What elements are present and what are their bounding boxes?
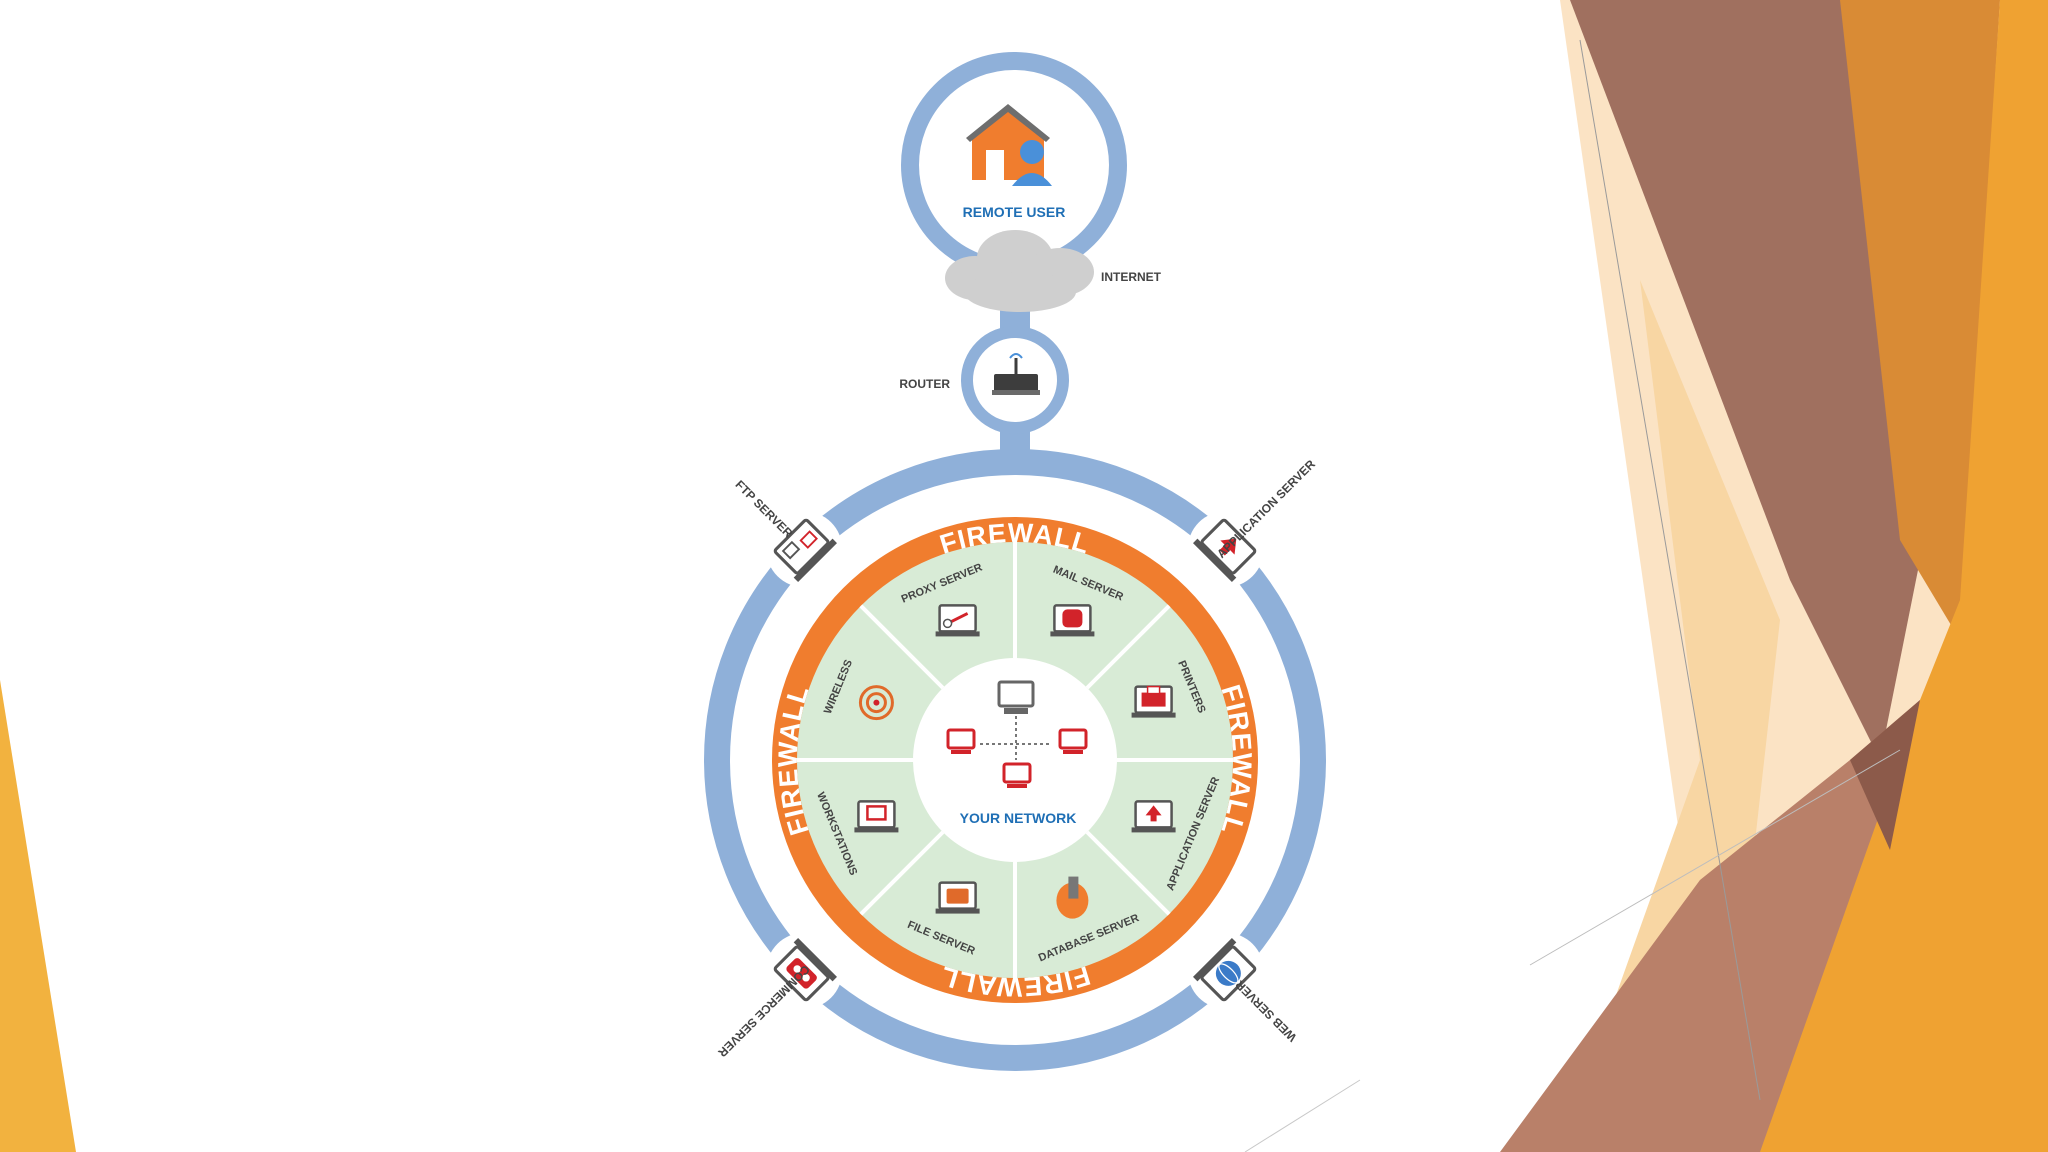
router-node: ROUTER (899, 332, 1063, 428)
internet-label: INTERNET (1101, 270, 1162, 284)
router-label: ROUTER (899, 377, 950, 391)
remote-user-label: REMOTE USER (963, 204, 1066, 220)
briefcase-icon (936, 883, 980, 914)
outer-node-web-server: WEB SERVER (1188, 933, 1300, 1045)
workstation-icon (854, 801, 898, 832)
application-upload-icon (1132, 801, 1176, 832)
proxy-icon (936, 605, 980, 636)
outer-node-commerce-server: COMMERCE SERVER (715, 933, 842, 1060)
outer-node-label: COMMERCE SERVER (715, 962, 813, 1060)
outer-node-application-server: APPLICATION SERVER (1188, 457, 1318, 587)
outer-node-label: APPLICATION SERVER (1214, 457, 1318, 561)
outer-node-label: WEB SERVER (1232, 977, 1299, 1044)
center-label: YOUR NETWORK (960, 810, 1077, 826)
deco-thin-line-3 (1245, 1080, 1360, 1152)
mailbox-icon (1050, 605, 1094, 636)
outer-node-label: FTP SERVER (733, 478, 796, 541)
printer-icon (1132, 687, 1176, 718)
outer-node-ftp-server: FTP SERVER (733, 478, 843, 588)
deco-left-strip (0, 680, 76, 1152)
